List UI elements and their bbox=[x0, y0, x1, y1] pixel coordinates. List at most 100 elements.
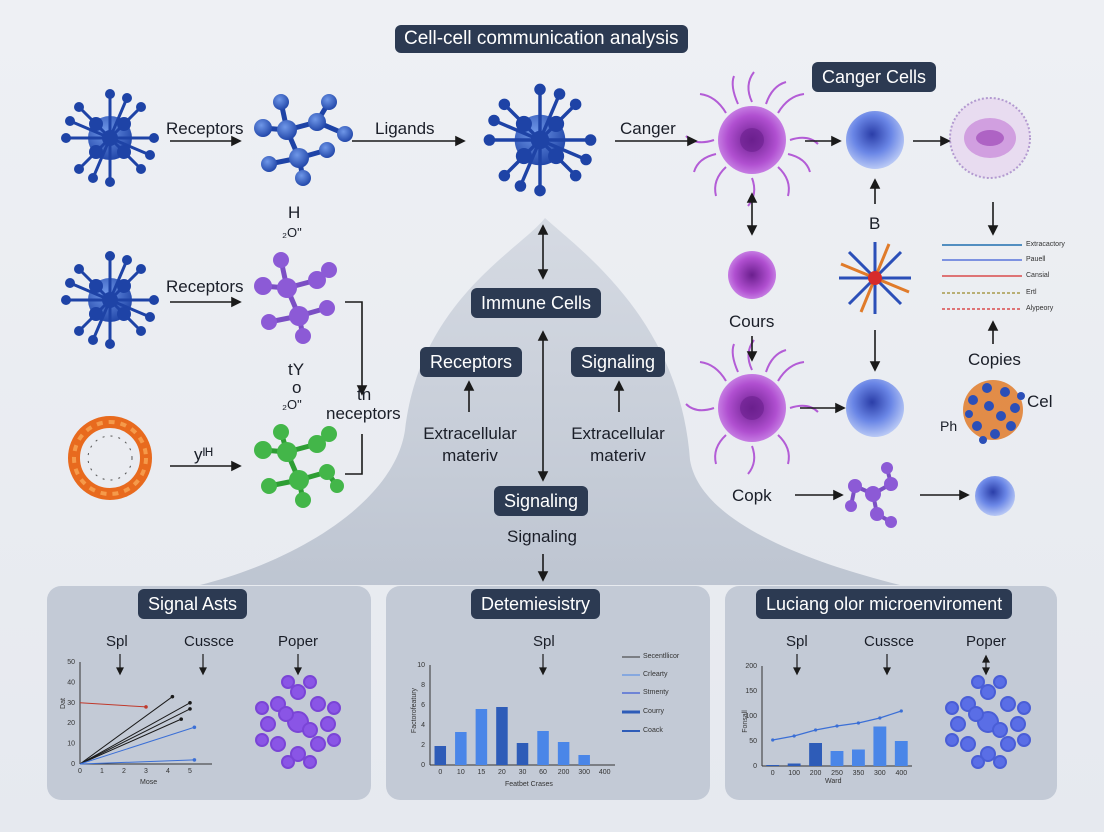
x-tick-label: 30 bbox=[519, 769, 527, 776]
x-tick-label: 4 bbox=[166, 768, 170, 775]
y-tick-label: 0 bbox=[71, 761, 75, 768]
x-tick-label: 10 bbox=[457, 769, 465, 776]
x-tick-label: 200 bbox=[558, 769, 570, 776]
receptor-star-icon bbox=[839, 242, 911, 314]
series-point bbox=[179, 717, 183, 721]
series-point bbox=[192, 725, 197, 730]
cel-label: Cel bbox=[1027, 392, 1053, 411]
bar bbox=[516, 743, 529, 765]
x-tick-label: 20 bbox=[498, 769, 506, 776]
x-tick-label: 350 bbox=[853, 770, 865, 777]
bar bbox=[809, 743, 822, 766]
bar bbox=[787, 763, 801, 766]
series-line-6 bbox=[79, 759, 195, 765]
blue-cell-icon-3 bbox=[975, 476, 1015, 516]
y-tick-label: 10 bbox=[417, 662, 425, 669]
spl-label-left: Spl bbox=[106, 633, 128, 650]
series-line-2 bbox=[79, 702, 191, 765]
dividing-cell-icon bbox=[949, 97, 1031, 179]
trend-point bbox=[835, 724, 839, 728]
bar bbox=[537, 731, 549, 765]
x-tick-label: 400 bbox=[895, 770, 907, 777]
small-purple-cell-icon bbox=[728, 251, 776, 299]
signaling-label: Signaling bbox=[507, 527, 577, 546]
bar bbox=[830, 751, 844, 766]
bar bbox=[766, 765, 780, 766]
x-tick-label: 0 bbox=[78, 768, 82, 775]
y-tick-label: 2 bbox=[421, 742, 425, 749]
receptors-label-2: Receptors bbox=[166, 277, 244, 296]
y-tick-label: 0 bbox=[753, 763, 757, 770]
detemiesistry-title: Detemiesistry bbox=[471, 589, 601, 619]
spl-label-right: Spl bbox=[786, 633, 808, 650]
y-tick-label: 0 bbox=[421, 762, 425, 769]
x-tick-label: 250 bbox=[831, 770, 843, 777]
cussce-label-right: Cussce bbox=[864, 633, 915, 650]
x-tick-label: 60 bbox=[539, 769, 547, 776]
y-tick-label: 20 bbox=[67, 720, 75, 727]
nanoparticle-icon bbox=[963, 380, 1025, 444]
bar bbox=[578, 755, 590, 765]
cussce-label-left: Cussce bbox=[184, 633, 235, 650]
signal-asts-title: Signal Asts bbox=[138, 589, 248, 619]
tn-label: tn bbox=[357, 385, 372, 404]
extracellular-label-1a: Extracellular bbox=[423, 424, 517, 443]
bar bbox=[557, 742, 570, 765]
x-tick-label: 300 bbox=[578, 769, 590, 776]
y-tick-label: 6 bbox=[421, 702, 425, 709]
y-tick-label: 4 bbox=[421, 722, 425, 729]
cancer-cell-icon-1 bbox=[685, 71, 819, 207]
extracellular-label-2a: Extracellular bbox=[571, 424, 665, 443]
trend-point bbox=[813, 728, 818, 732]
microenvironment-title: Luciang olor microenviroment bbox=[756, 589, 1013, 619]
neceptors-label: neceptors bbox=[326, 404, 401, 423]
legend-middle-item: Coack bbox=[643, 727, 663, 734]
series-line-5 bbox=[79, 726, 195, 765]
trend-point bbox=[856, 721, 861, 725]
copies-label: Copies bbox=[968, 350, 1021, 369]
ring-molecule-icon bbox=[68, 416, 152, 500]
page-title: Cell-cell communication analysis bbox=[395, 25, 688, 53]
y-tick-label: 40 bbox=[67, 679, 75, 686]
x-tick-label: 0 bbox=[771, 770, 775, 777]
series-line-3 bbox=[79, 708, 191, 765]
series-point bbox=[188, 701, 192, 705]
ligand-molecule-icon-1 bbox=[254, 94, 353, 186]
bar bbox=[455, 732, 467, 765]
cours-label: Cours bbox=[729, 312, 775, 331]
central-funnel bbox=[200, 218, 900, 585]
legend-right-item: Alypeory bbox=[1026, 305, 1054, 312]
x-tick-label: 1 bbox=[100, 768, 104, 775]
bar bbox=[852, 749, 865, 766]
poper-label-right: Poper bbox=[966, 633, 1007, 650]
x-tick-label: 300 bbox=[874, 770, 886, 777]
canger-cells-title: Canger Cells bbox=[812, 62, 937, 92]
copk-label: Copk bbox=[732, 486, 772, 505]
series-line-1 bbox=[79, 696, 173, 765]
bar bbox=[475, 709, 488, 765]
trend-point bbox=[771, 738, 775, 742]
signaling-pill-1: Signaling bbox=[571, 347, 666, 377]
series-point bbox=[188, 707, 192, 711]
spl-label-middle: Spl bbox=[533, 633, 555, 650]
trend-point bbox=[878, 716, 882, 720]
immune-cells-pill: Immune Cells bbox=[471, 288, 602, 318]
y-tick-label: 8 bbox=[421, 682, 425, 689]
y-tick-label: 50 bbox=[67, 659, 75, 666]
ligand-molecule-icon-2 bbox=[254, 252, 337, 344]
legend-right-item: Cansial bbox=[1026, 272, 1050, 279]
right-chart-ylabel: Fonsall bbox=[741, 710, 749, 733]
middle-chart-ylabel: Factorofeatury bbox=[411, 687, 419, 734]
receptor-cluster-icon-1 bbox=[61, 89, 159, 187]
ph-label: Ph bbox=[940, 418, 958, 434]
middle-chart-xlabel: Featbet Crases bbox=[505, 781, 553, 788]
x-tick-label: 5 bbox=[188, 768, 192, 775]
canger-label: Canger bbox=[620, 119, 676, 138]
series-point bbox=[170, 694, 175, 699]
blue-cell-icon-2 bbox=[846, 379, 904, 437]
